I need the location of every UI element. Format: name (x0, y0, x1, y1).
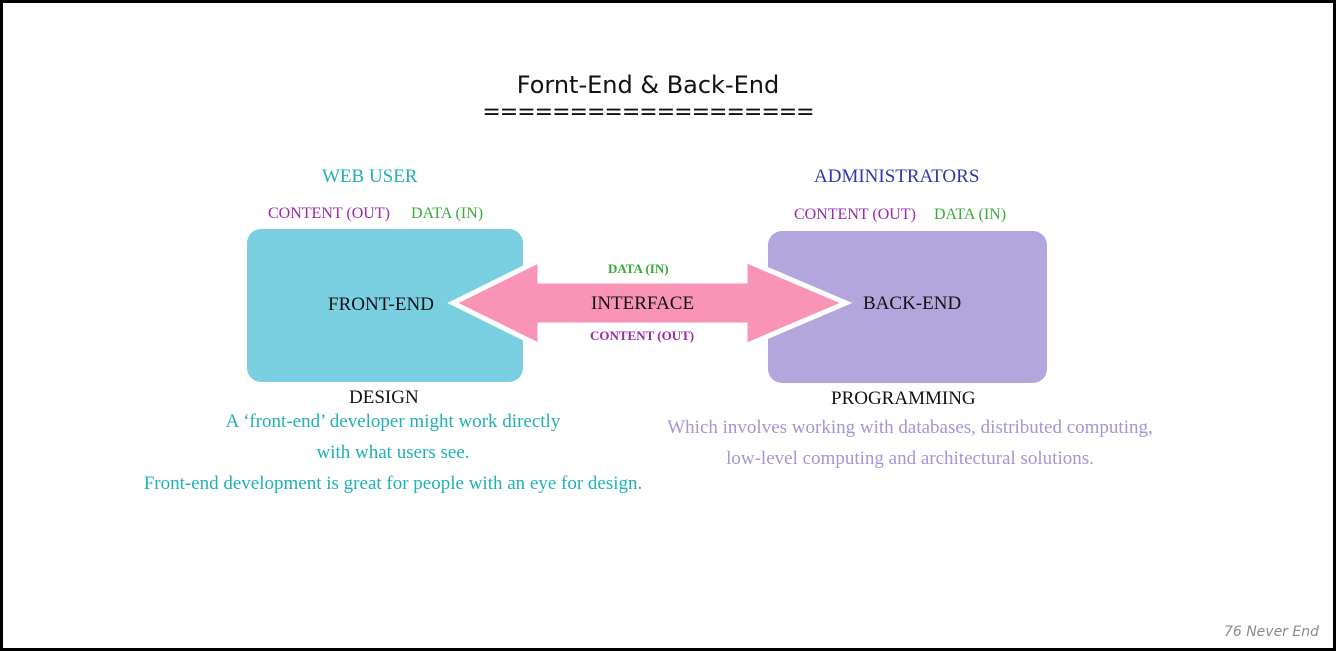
back-role-label: PROGRAMMING (831, 388, 976, 409)
back-description-line-1: Which involves working with databases, d… (667, 417, 1153, 438)
back-data-in-label: DATA (IN) (934, 206, 1007, 223)
back-description-line-2: low-level computing and architectural so… (726, 448, 1094, 469)
front-end-label: FRONT-END (328, 294, 434, 315)
front-role-label: DESIGN (349, 387, 419, 408)
interface-double-arrow (447, 255, 853, 351)
front-description-line-3: Front-end development is great for peopl… (143, 473, 643, 494)
watermark-text: 76 Never End (1223, 624, 1319, 640)
interface-arrow-shape (447, 255, 853, 351)
back-end-label: BACK-END (863, 293, 962, 314)
front-content-out-label: CONTENT (OUT) (268, 205, 390, 222)
diagram-title: Fornt-End & Back-End (516, 71, 780, 99)
front-description-line-2: with what users see. (316, 442, 470, 463)
interface-label: INTERFACE (591, 293, 695, 314)
title-underline: =================== (482, 100, 814, 125)
interface-data-in-label: DATA (IN) (608, 261, 669, 276)
front-audience-label: WEB USER (322, 166, 418, 187)
interface-content-out-label: CONTENT (OUT) (590, 328, 695, 343)
back-audience-label: ADMINISTRATORS (814, 166, 980, 187)
front-description-line-1: A ‘front-end’ developer might work direc… (225, 411, 561, 432)
back-content-out-label: CONTENT (OUT) (794, 206, 916, 223)
front-data-in-label: DATA (IN) (411, 205, 484, 222)
